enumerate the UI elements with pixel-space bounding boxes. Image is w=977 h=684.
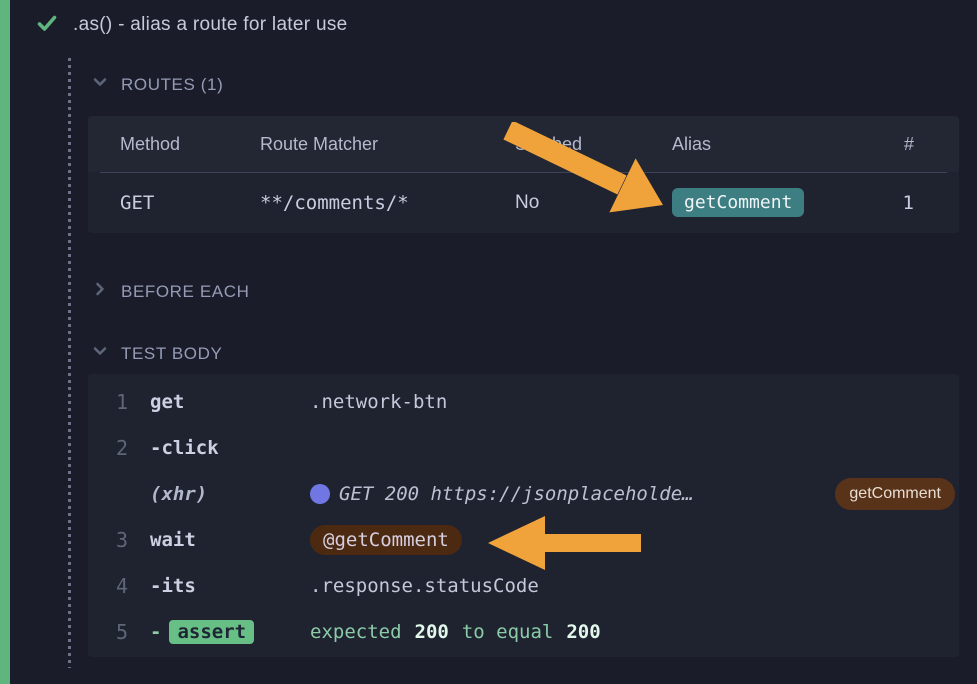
before-each-section-label: BEFORE EACH <box>121 281 250 301</box>
command-message: .network-btn <box>310 391 448 413</box>
assertion-message-group: expected 200 to equal 200 <box>310 621 959 643</box>
wait-alias-badge: @getComment <box>310 525 462 555</box>
route-stubbed: No <box>515 191 540 213</box>
command-number: 5 <box>115 620 128 644</box>
routes-table: Method Route Matcher Stubbed Alias # GET… <box>88 116 959 233</box>
command-number: 2 <box>115 436 128 460</box>
chevron-down-icon <box>92 74 108 95</box>
command-name-group: - assert <box>150 620 310 644</box>
command-name: click <box>161 437 219 459</box>
col-header-alias: Alias <box>672 133 712 154</box>
command-log-panel: 1 get .network-btn 2 -click (xhr) GET 20… <box>88 374 959 657</box>
chevron-down-icon <box>92 343 108 364</box>
assertion-comparator: to equal <box>461 621 554 643</box>
xhr-event-label: (xhr) <box>150 483 208 505</box>
route-matcher: **/comments/* <box>260 191 409 214</box>
test-title: .as() - alias a route for later use <box>73 14 348 35</box>
test-body-section-label: TEST BODY <box>121 343 223 363</box>
command-name: get <box>150 391 185 413</box>
before-each-section-toggle[interactable]: BEFORE EACH <box>92 281 249 302</box>
command-row-wait[interactable]: 3 wait @getComment <box>88 517 959 563</box>
test-body-section-toggle[interactable]: TEST BODY <box>92 343 222 364</box>
command-row-click[interactable]: 2 -click <box>88 425 959 471</box>
command-message: .response.statusCode <box>310 575 539 597</box>
assertion-actual-value: 200 <box>414 621 449 643</box>
xhr-alias-badge: getComment <box>835 478 955 510</box>
col-header-count: # <box>903 133 914 154</box>
command-row-xhr[interactable]: (xhr) GET 200 https://jsonplaceholde… ge… <box>88 471 959 517</box>
command-name-group: -its <box>150 575 310 597</box>
command-message: @getComment <box>310 525 959 555</box>
route-alias-badge: getComment <box>672 188 805 217</box>
xhr-response-dot-icon <box>310 484 330 504</box>
check-icon <box>36 12 58 39</box>
command-name: its <box>161 575 196 597</box>
command-name-group: -click <box>150 437 310 459</box>
xhr-request-text: GET 200 https://jsonplaceholde… <box>339 483 694 505</box>
route-alias-cell: getComment <box>672 188 902 217</box>
col-header-stubbed: Stubbed <box>515 133 583 154</box>
assertion-expected-value: 200 <box>566 621 601 643</box>
route-count: 1 <box>902 191 914 214</box>
command-number: 1 <box>115 390 128 414</box>
route-method: GET <box>120 191 155 214</box>
command-number: 4 <box>115 574 128 598</box>
command-number: 3 <box>115 528 128 552</box>
command-row-get[interactable]: 1 get .network-btn <box>88 379 959 425</box>
col-header-route-matcher: Route Matcher <box>260 133 379 154</box>
command-name: wait <box>150 529 196 551</box>
command-row-its[interactable]: 4 -its .response.statusCode <box>88 563 959 609</box>
routes-section-toggle[interactable]: ROUTES (1) <box>92 74 223 95</box>
child-command-dash: - <box>150 575 162 597</box>
command-row-assert[interactable]: 5 - assert expected 200 to equal 200 <box>88 609 959 655</box>
test-pass-status-bar <box>0 0 10 684</box>
child-command-dash: - <box>150 621 162 643</box>
route-table-row[interactable]: GET **/comments/* No getComment 1 <box>88 173 959 232</box>
child-command-dash: - <box>150 437 162 459</box>
assert-badge: assert <box>169 620 255 644</box>
xhr-message-group: GET 200 https://jsonplaceholde… getComme… <box>310 478 959 510</box>
routes-section-label: ROUTES (1) <box>121 74 224 94</box>
hierarchy-dotted-line <box>68 58 71 668</box>
assertion-prefix: expected <box>310 621 402 643</box>
routes-table-header-row: Method Route Matcher Stubbed Alias # <box>88 116 959 172</box>
col-header-method: Method <box>120 133 181 154</box>
chevron-right-icon <box>92 281 108 302</box>
test-title-row[interactable]: .as() - alias a route for later use <box>36 9 348 41</box>
